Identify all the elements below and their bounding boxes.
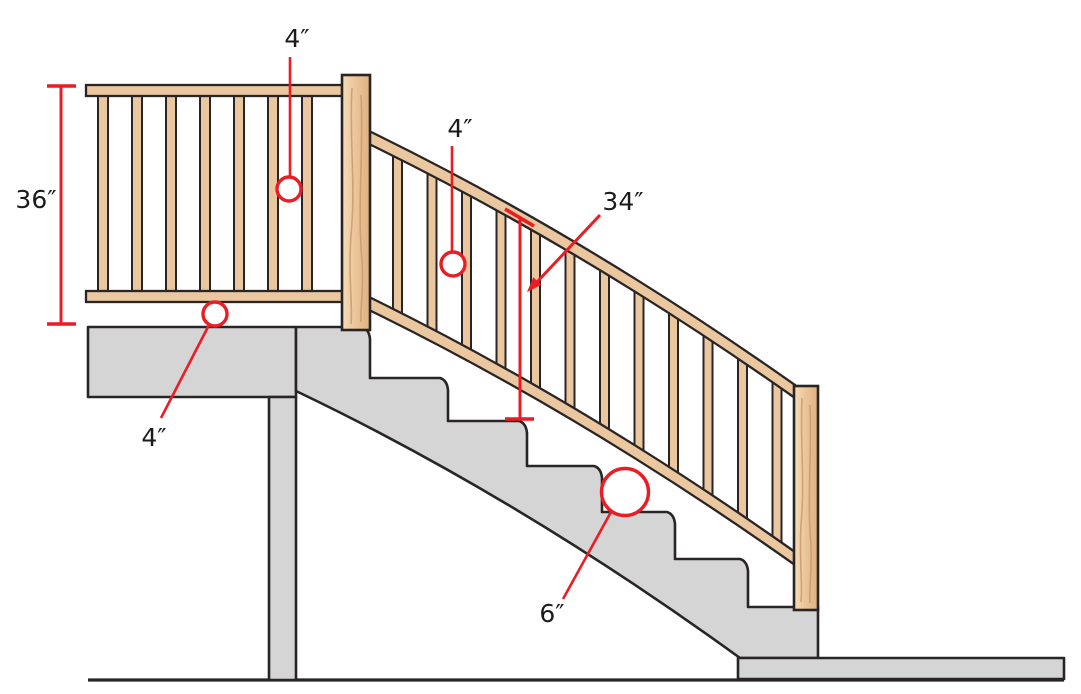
callout-stair-triangle-gap: 6″ bbox=[539, 466, 651, 628]
leader-line bbox=[561, 511, 613, 600]
baluster bbox=[165, 91, 177, 296]
wood-grain bbox=[349, 87, 354, 325]
dimension-deck-rail-height: 36″ bbox=[15, 84, 76, 326]
concrete-structure bbox=[86, 325, 1066, 682]
arrow-head bbox=[527, 277, 542, 292]
baluster bbox=[702, 333, 714, 498]
baluster bbox=[233, 91, 245, 296]
baluster bbox=[131, 91, 143, 296]
callout-label: 4″ bbox=[284, 24, 309, 53]
baluster bbox=[495, 207, 507, 371]
callout-label: 4″ bbox=[141, 423, 166, 452]
baluster bbox=[564, 247, 576, 411]
callout-stair-baluster-spacing: 4″ bbox=[439, 114, 473, 278]
stair-bottom-post-group bbox=[792, 384, 820, 612]
dimension-stair-rail-height: 34″ bbox=[504, 187, 644, 421]
gap-circle bbox=[275, 175, 303, 203]
landing-slab bbox=[736, 656, 1066, 681]
callout-deck-bottom-gap: 4″ bbox=[141, 300, 229, 452]
baluster bbox=[426, 170, 438, 334]
leader-line bbox=[159, 324, 211, 419]
stair-railing bbox=[365, 128, 797, 568]
deck-corner-post bbox=[340, 73, 372, 332]
deck-top-rail bbox=[84, 83, 346, 98]
wood-grain bbox=[808, 404, 813, 604]
baluster bbox=[633, 289, 645, 453]
baluster bbox=[301, 91, 313, 296]
gap-circle bbox=[599, 466, 651, 518]
staircase bbox=[294, 325, 820, 660]
wood-grain bbox=[359, 94, 364, 323]
baluster bbox=[737, 357, 748, 521]
arrow-shaft bbox=[535, 213, 602, 284]
stair-bottom-post bbox=[792, 384, 820, 612]
baluster bbox=[599, 267, 610, 432]
baluster bbox=[668, 311, 679, 475]
dimension-label: 36″ bbox=[15, 185, 56, 214]
gap-circle bbox=[201, 300, 229, 328]
rail-tick bbox=[504, 207, 535, 228]
dimension-label: 34″ bbox=[602, 187, 643, 216]
baluster bbox=[199, 91, 211, 296]
callout-deck-baluster-spacing: 4″ bbox=[275, 24, 310, 203]
deck-railing bbox=[84, 83, 346, 304]
baluster bbox=[771, 381, 783, 546]
callout-label: 6″ bbox=[539, 599, 564, 628]
deck-slab bbox=[86, 325, 298, 399]
wood-grain bbox=[799, 397, 804, 603]
gap-circle bbox=[439, 250, 467, 278]
baluster bbox=[97, 91, 109, 296]
deck-support-post bbox=[267, 395, 298, 682]
corner-post bbox=[340, 73, 372, 332]
baluster bbox=[530, 227, 541, 391]
baluster bbox=[392, 153, 403, 316]
callout-label: 4″ bbox=[447, 114, 472, 143]
